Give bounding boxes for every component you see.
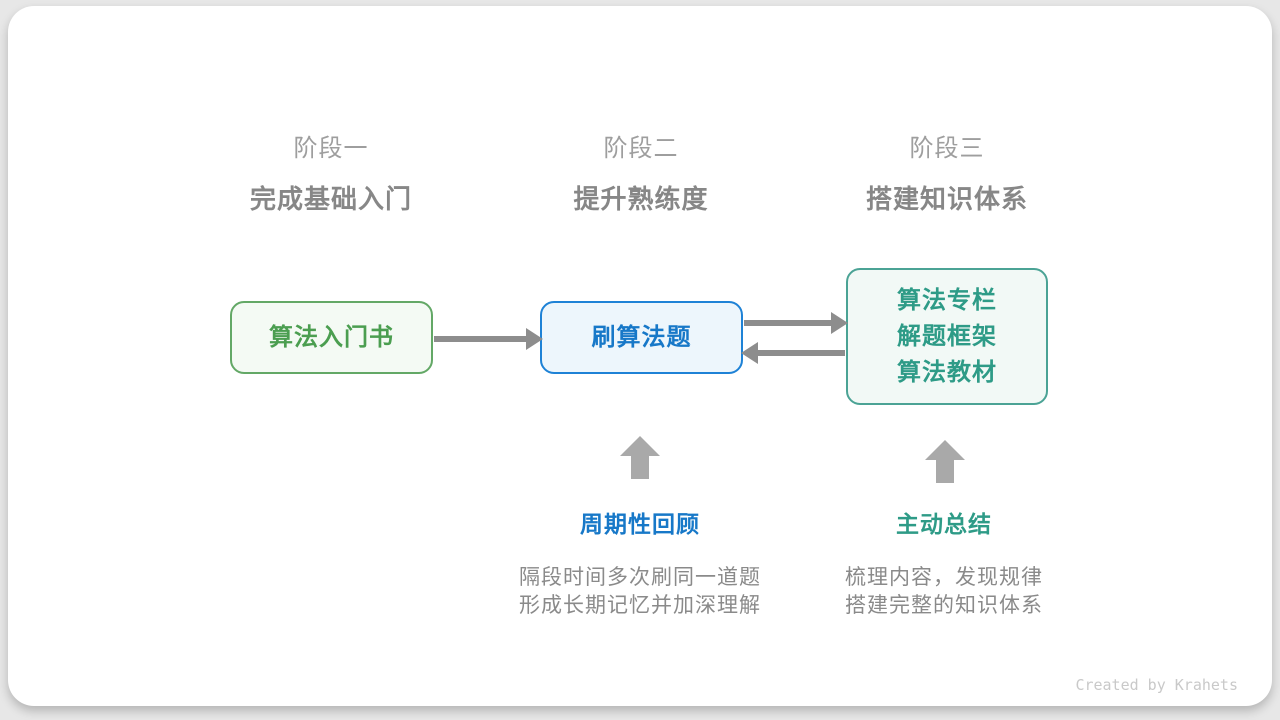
stage-1-label: 阶段一 <box>293 135 369 162</box>
node-knowledge-resources-line-2: 解题框架 <box>897 322 997 350</box>
node-practice-problems-label: 刷算法题 <box>591 323 692 351</box>
annotation-active-summary-line-2: 搭建完整的知识体系 <box>845 594 1043 617</box>
annotation-active-summary-title: 主动总结 <box>896 511 992 537</box>
node-practice-problems: 刷算法题 <box>540 301 743 374</box>
annotation-active-summary: 主动总结 梳理内容，发现规律 搭建完整的知识体系 <box>774 505 1114 620</box>
stage-column-1: 阶段一 完成基础入门 <box>171 128 491 216</box>
annotation-periodic-review-line-1: 隔段时间多次刷同一道题 <box>519 566 761 589</box>
annotation-periodic-review-line-2: 形成长期记忆并加深理解 <box>519 594 761 617</box>
stage-2-label: 阶段二 <box>603 135 679 162</box>
annotation-periodic-review: 周期性回顾 隔段时间多次刷同一道题 形成长期记忆并加深理解 <box>470 505 810 620</box>
node-knowledge-resources-line-3: 算法教材 <box>897 358 997 386</box>
stage-column-3: 阶段三 搭建知识体系 <box>787 128 1107 216</box>
annotation-periodic-review-title: 周期性回顾 <box>580 511 700 537</box>
node-knowledge-resources-line-1: 算法专栏 <box>897 286 997 314</box>
annotation-active-summary-line-1: 梳理内容，发现规律 <box>845 566 1043 589</box>
node-knowledge-resources: 算法专栏 解题框架 算法教材 <box>846 268 1048 405</box>
node-algorithm-intro-book-label: 算法入门书 <box>269 323 394 351</box>
credit-text: Created by Krahets <box>1075 676 1238 694</box>
stage-column-2: 阶段二 提升熟练度 <box>481 128 801 216</box>
stage-3-subtitle: 搭建知识体系 <box>865 184 1028 214</box>
node-algorithm-intro-book: 算法入门书 <box>230 301 433 374</box>
stage-3-label: 阶段三 <box>909 135 985 162</box>
stage-1-subtitle: 完成基础入门 <box>249 184 412 214</box>
stage-2-subtitle: 提升熟练度 <box>573 184 709 214</box>
